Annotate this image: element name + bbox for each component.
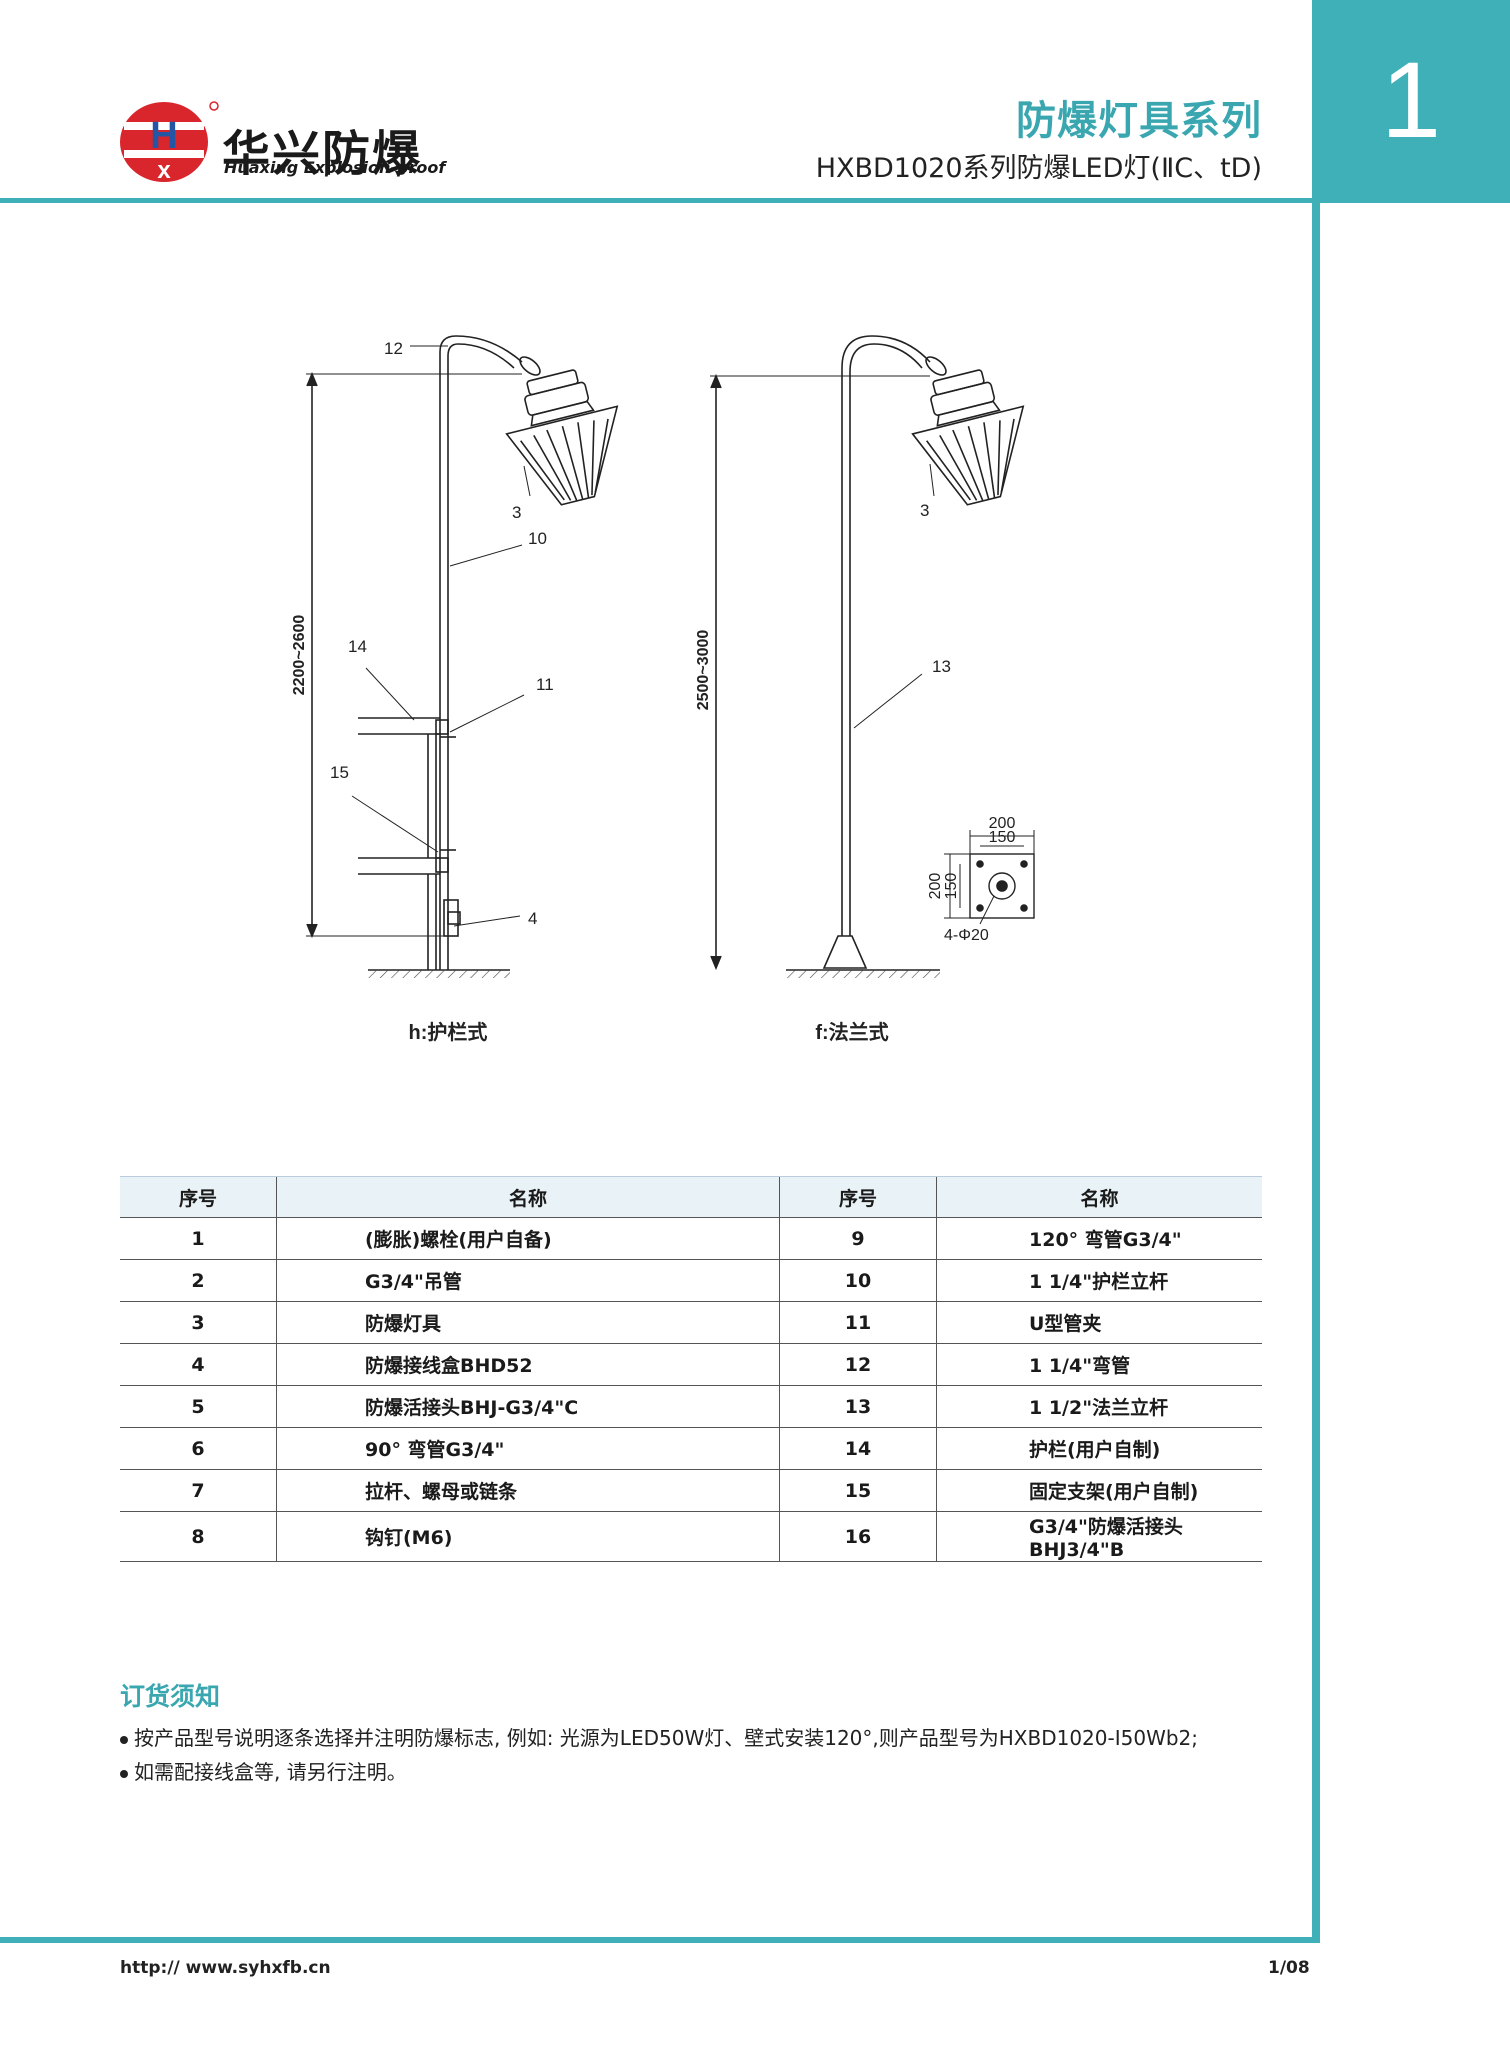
chapter-tab [1312,0,1510,203]
part-name: (膨胀)螺栓(用户自备) [276,1217,780,1260]
part-no: 2 [120,1259,277,1302]
callout-12: 12 [384,339,403,358]
footer-url[interactable]: http:// www.syhxfb.cn [120,1958,331,1978]
header-rule [0,198,1320,203]
footer-rule [0,1937,1320,1943]
part-no: 14 [779,1427,937,1470]
ordering-note: 如需配接线盒等, 请另行注明。 [120,1756,407,1785]
svg-text:H: H [150,115,177,157]
part-name: 钩钉(M6) [276,1511,780,1562]
part-no: 9 [779,1217,937,1260]
part-no: 13 [779,1385,937,1428]
callout-3-flange: 3 [920,501,929,520]
part-name: 90° 弯管G3/4" [276,1427,780,1470]
dimension-height-guardrail: 2200~2600 [291,615,308,696]
table-header-row: 序号 名称 序号 名称 [120,1177,1262,1218]
header-name: 名称 [276,1177,780,1218]
flange-inner-width: 150 [989,829,1016,846]
bullet-icon [120,1735,128,1744]
flange-inner-height: 150 [943,873,960,900]
chapter-number: 1 [1380,39,1442,160]
part-name: 1 1/4"弯管 [936,1343,1262,1386]
part-no: 8 [120,1511,277,1562]
part-name: U型管夹 [936,1301,1262,1344]
part-name: 防爆接线盒BHD52 [276,1343,780,1386]
brand-name-en: Huaxing Explosion-proof [224,158,446,177]
callout-3: 3 [512,503,521,522]
header-no-2: 序号 [779,1177,937,1218]
guardrail-mount-drawing: 2200~2600 12 3 10 14 11 15 4 [291,335,619,978]
bullet-icon [120,1769,128,1778]
flange-mount-drawing: 2500~3000 3 13 200 [695,335,1035,978]
part-name: 120° 弯管G3/4" [936,1217,1262,1260]
part-name: G3/4"防爆活接头BHJ3/4"B [936,1511,1262,1562]
part-name: 1 1/2"法兰立杆 [936,1385,1262,1428]
part-name: 护栏(用户自制) [936,1427,1262,1470]
part-name: 防爆活接头BHJ-G3/4"C [276,1385,780,1428]
brand-name-cn: 华兴防爆 [222,126,423,182]
callout-4: 4 [528,909,537,928]
product-title: HXBD1020系列防爆LED灯(ⅡC、tD) [815,153,1262,184]
flange-outer-width: 200 [989,815,1016,832]
part-no: 7 [120,1469,277,1512]
page-number: 1/08 [1268,1958,1310,1978]
table-top-rule [120,1176,1262,1177]
header-no: 序号 [120,1177,277,1218]
part-no: 16 [779,1511,937,1562]
caption-guardrail: h:护栏式 [409,1020,488,1044]
part-no: 3 [120,1301,277,1344]
callout-14: 14 [348,637,367,656]
callout-10: 10 [528,529,547,548]
part-no: 10 [779,1259,937,1302]
ordering-note-text: 如需配接线盒等, 请另行注明。 [134,1760,407,1784]
part-no: 1 [120,1217,277,1260]
part-name: 固定支架(用户自制) [936,1469,1262,1512]
side-accent-bar [1312,203,1320,1943]
flange-outer-height: 200 [927,873,944,900]
callout-13: 13 [932,657,951,676]
series-title: 防爆灯具系列 [1016,98,1262,144]
part-no: 4 [120,1343,277,1386]
part-no: 11 [779,1301,937,1344]
flange-holes: 4-Φ20 [944,927,989,944]
svg-text:x: x [157,157,171,184]
installation-diagram: 2200~2600 12 3 10 14 11 15 4 [291,335,1035,1044]
part-name: 1 1/4"护栏立杆 [936,1259,1262,1302]
part-no: 6 [120,1427,277,1470]
part-name: 防爆灯具 [276,1301,780,1344]
ordering-note: 按产品型号说明逐条选择并注明防爆标志, 例如: 光源为LED50W灯、壁式安装1… [120,1722,1198,1751]
callout-11: 11 [536,675,554,694]
ordering-note-text: 按产品型号说明逐条选择并注明防爆标志, 例如: 光源为LED50W灯、壁式安装1… [134,1726,1199,1750]
dimension-height-flange: 2500~3000 [695,630,712,711]
part-name: G3/4"吊管 [276,1259,780,1302]
part-name: 拉杆、螺母或链条 [276,1469,780,1512]
header-name-2: 名称 [936,1177,1262,1218]
flange-plan-detail: 200 150 200 150 4-Φ20 [927,815,1035,944]
part-no: 12 [779,1343,937,1386]
ordering-heading: 订货须知 [120,1682,221,1711]
company-logo: H x [120,101,219,184]
caption-flange: f:法兰式 [815,1020,888,1044]
part-no: 5 [120,1385,277,1428]
callout-15: 15 [330,763,349,782]
part-no: 15 [779,1469,937,1512]
